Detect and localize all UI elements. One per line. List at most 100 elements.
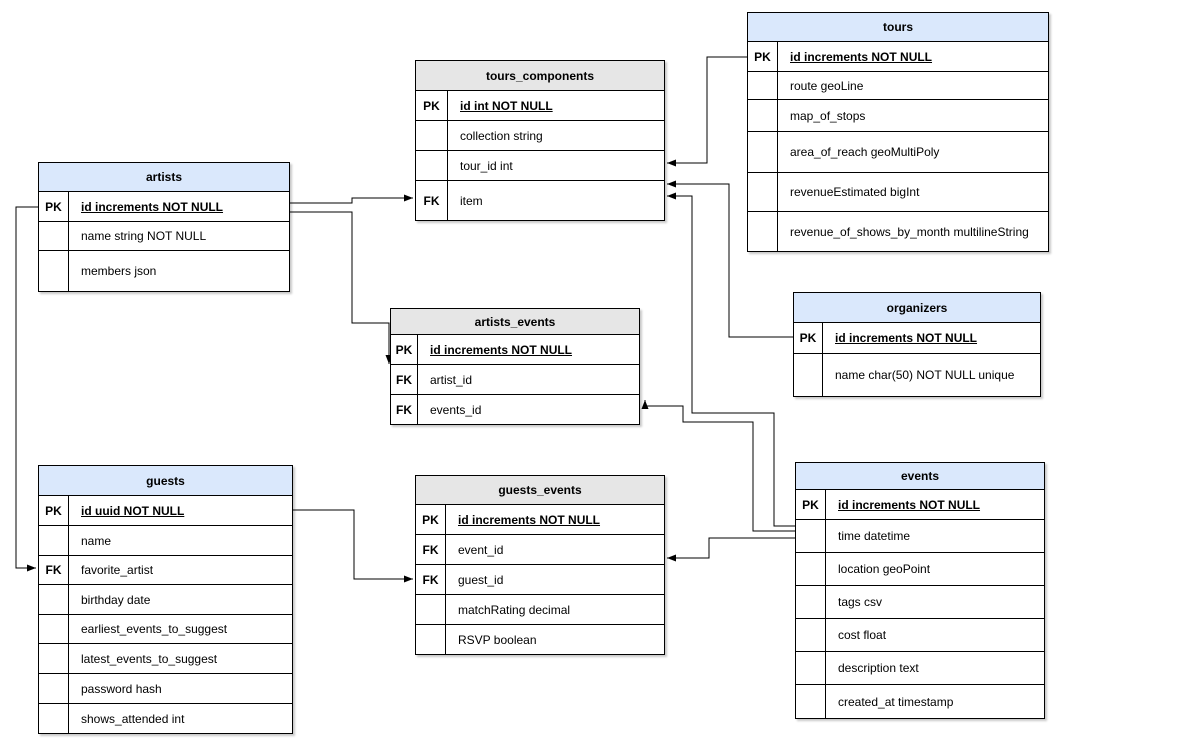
row-guests-6[interactable]: password hash — [39, 673, 292, 703]
relation-artists-id-to-artists_events-artist_id[interactable] — [290, 211, 393, 364]
table-title: guests — [146, 473, 185, 488]
row-guests-7[interactable]: shows_attended int — [39, 703, 292, 733]
field-text: id increments NOT NULL — [81, 199, 224, 214]
field-text: id increments NOT NULL — [430, 342, 573, 357]
key-cell — [796, 520, 826, 552]
row-guests-3[interactable]: birthday date — [39, 584, 292, 614]
table-header-events[interactable]: events — [796, 463, 1044, 489]
row-organizers-1[interactable]: name char(50) NOT NULL unique — [794, 353, 1040, 396]
field-text: id uuid NOT NULL — [81, 503, 185, 518]
row-tours-2[interactable]: map_of_stops — [748, 99, 1048, 131]
field-text: id increments NOT NULL — [790, 49, 933, 64]
table-header-guests_events[interactable]: guests_events — [416, 476, 664, 504]
row-events-5[interactable]: description text — [796, 651, 1044, 684]
row-events-1[interactable]: time datetime — [796, 519, 1044, 552]
row-events-4[interactable]: cost float — [796, 618, 1044, 651]
row-artists_events-0[interactable]: PK id increments NOT NULL — [391, 334, 639, 364]
row-artists-1[interactable]: name string NOT NULL — [39, 221, 289, 250]
field-text: item — [460, 193, 483, 208]
row-guests-4[interactable]: earliest_events_to_suggest — [39, 614, 292, 643]
row-guests_events-3[interactable]: matchRating decimal — [416, 594, 664, 624]
key-cell — [416, 595, 446, 624]
field-text: created_at timestamp — [838, 694, 954, 709]
table-title: artists — [145, 170, 183, 184]
key-cell — [796, 553, 826, 585]
relation-artists-id-to-guests-favorite_artist[interactable] — [15, 206, 38, 572]
key-cell — [748, 132, 778, 172]
relation-events-id-to-tours_components-item[interactable] — [667, 192, 795, 527]
key-cell — [416, 625, 446, 654]
key-cell: FK — [391, 365, 418, 394]
key-cell — [796, 619, 826, 651]
row-tours-4[interactable]: revenueEstimated bigInt — [748, 172, 1048, 211]
key-cell — [748, 212, 778, 251]
key-cell — [416, 121, 448, 150]
field-text: id increments NOT NULL — [458, 512, 601, 527]
row-tours_components-2[interactable]: tour_id int — [416, 150, 664, 180]
table-header-tours_components[interactable]: tours_components — [416, 61, 664, 90]
field-text: latest_events_to_suggest — [81, 651, 218, 666]
row-events-6[interactable]: created_at timestamp — [796, 684, 1044, 718]
field-text: revenue_of_shows_by_month multilineStrin… — [790, 224, 1029, 239]
relation-events-id-to-guests_events-event_id[interactable] — [667, 537, 795, 562]
row-guests-1[interactable]: name — [39, 525, 292, 555]
key-cell — [39, 615, 69, 643]
table-title: events — [900, 469, 940, 483]
row-events-3[interactable]: tags csv — [796, 585, 1044, 618]
key-cell — [796, 586, 826, 618]
row-tours_components-3[interactable]: FK item — [416, 180, 664, 220]
row-tours-3[interactable]: area_of_reach geoMultiPoly — [748, 131, 1048, 172]
row-tours-1[interactable]: route geoLine — [748, 71, 1048, 99]
table-header-artists[interactable]: artists — [39, 163, 289, 191]
row-tours_components-1[interactable]: collection string — [416, 120, 664, 150]
row-artists-2[interactable]: members json — [39, 250, 289, 291]
relation-events-id-to-artists_events-events_id[interactable] — [641, 400, 795, 532]
relation-guests-id-to-guests_events-guest_id[interactable] — [293, 509, 413, 583]
field-text: map_of_stops — [790, 108, 866, 123]
table-header-guests[interactable]: guests — [39, 466, 292, 495]
relation-organizers-id-to-tours_components-item[interactable] — [667, 180, 793, 338]
row-guests_events-4[interactable]: RSVP boolean — [416, 624, 664, 654]
key-cell — [416, 151, 448, 180]
field-text: shows_attended int — [81, 711, 185, 726]
table-header-tours[interactable]: tours — [748, 13, 1048, 41]
key-cell — [39, 526, 69, 555]
field-text: location geoPoint — [838, 562, 931, 576]
table-header-artists_events[interactable]: artists_events — [391, 309, 639, 334]
relation-artists-id-to-tours_components-item[interactable] — [290, 194, 413, 204]
relation-tours-id-to-tours_components-tour_id[interactable] — [667, 56, 747, 167]
row-events-2[interactable]: location geoPoint — [796, 552, 1044, 585]
key-cell — [748, 173, 778, 211]
field-text: favorite_artist — [81, 563, 154, 577]
key-cell: PK — [391, 335, 418, 364]
row-tours-5[interactable]: revenue_of_shows_by_month multilineStrin… — [748, 211, 1048, 251]
key-cell: PK — [39, 496, 69, 525]
key-cell — [748, 100, 778, 131]
table-header-organizers[interactable]: organizers — [794, 293, 1040, 322]
key-cell — [39, 644, 69, 673]
row-guests-0[interactable]: PK id uuid NOT NULL — [39, 495, 292, 525]
row-guests-5[interactable]: latest_events_to_suggest — [39, 643, 292, 673]
key-cell: FK — [416, 565, 446, 594]
key-cell: FK — [416, 181, 448, 220]
